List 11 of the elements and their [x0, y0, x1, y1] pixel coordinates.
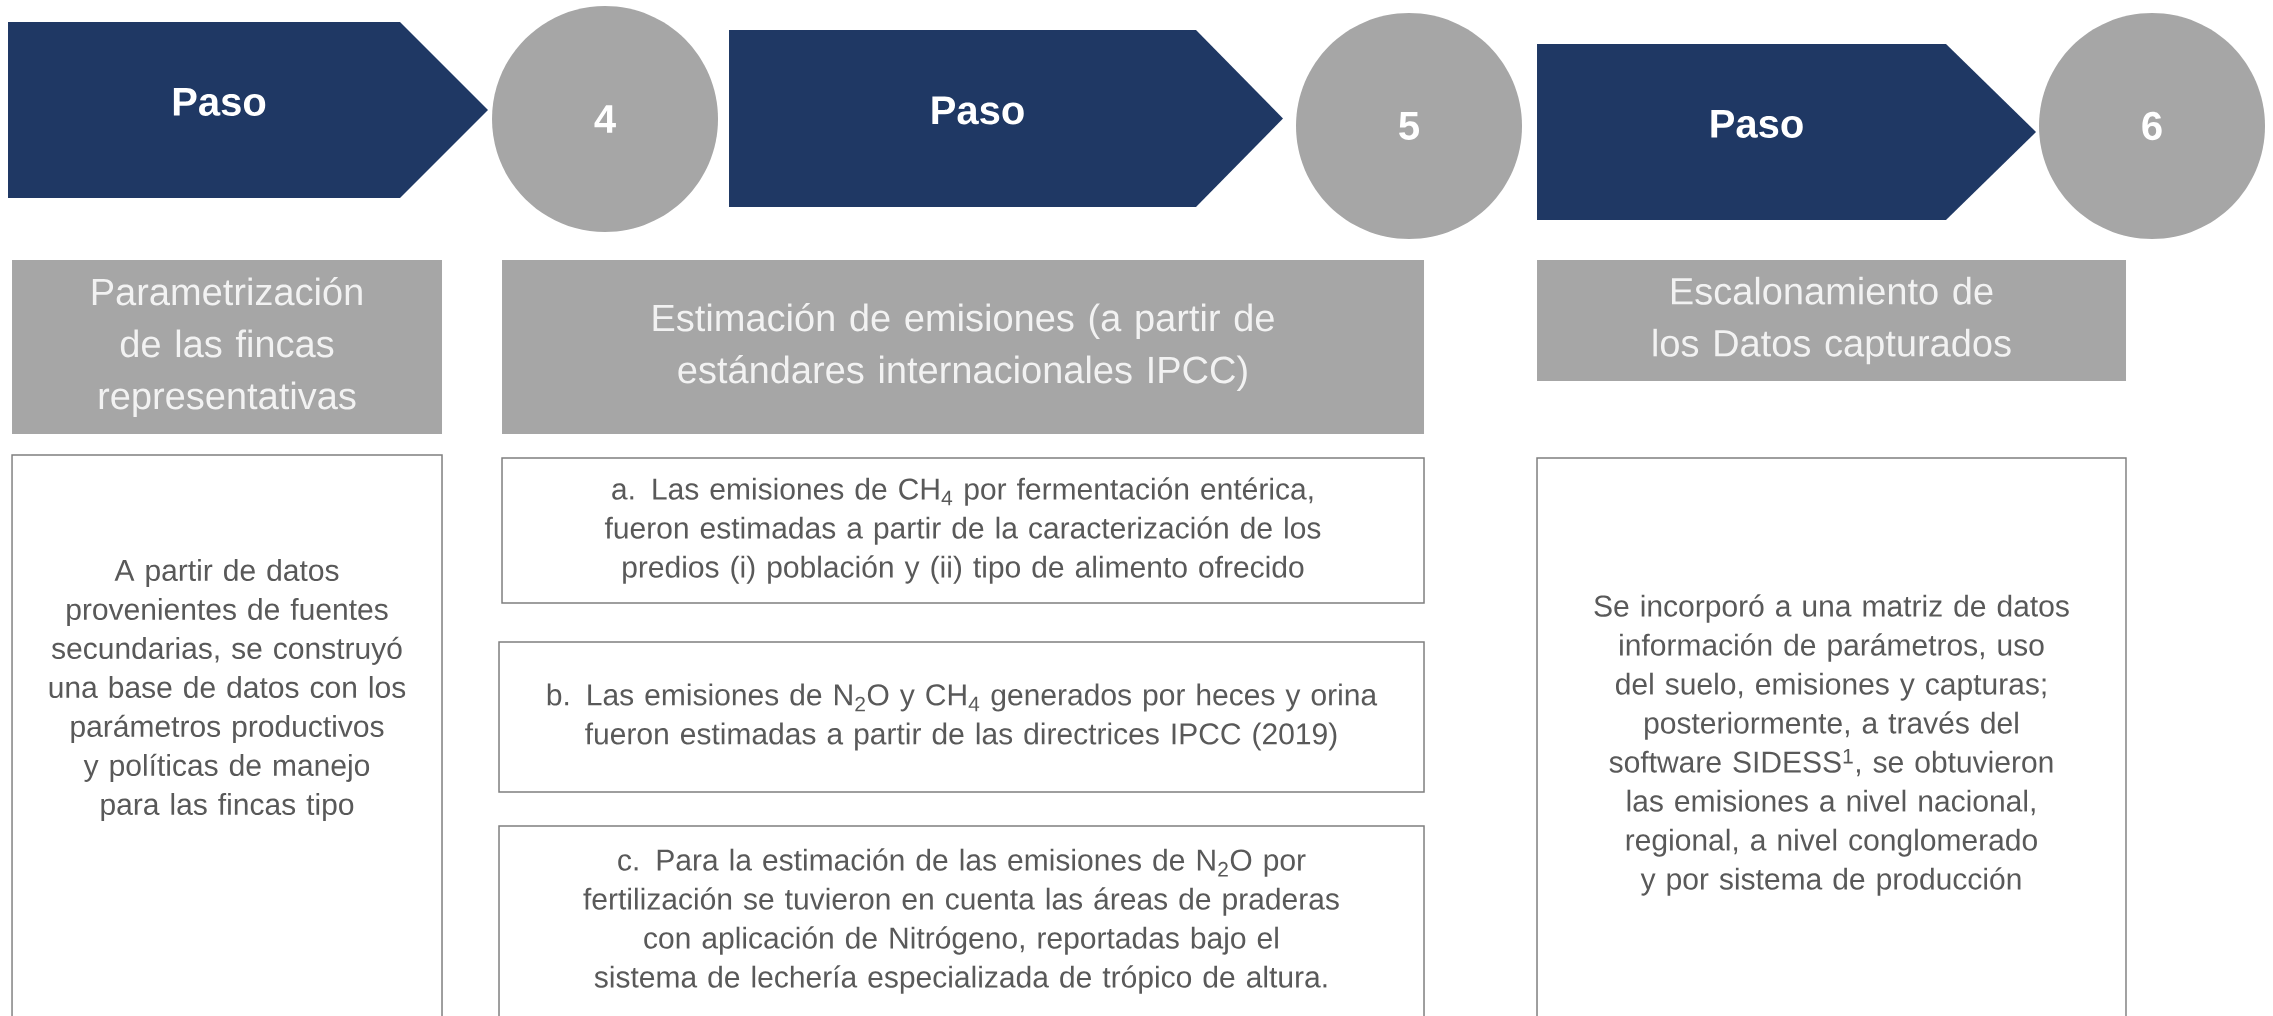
- text-box: b. Las emisiones de N$_{2}$O y CH$_{4}$ generados por heces y orina fueron estimadas a partir de las directrices IPCC (2019): [498, 641, 1425, 793]
- text-box: Se incorporó a una matriz de datos información de parámetros, uso del suelo, emisiones y capturas; posteriormente, a través del software SIDESS$^{1}$, se obtuvieron las emisiones a nivel nacional, regional, a nivel conglomerado y por sistema de producción: [1536, 457, 2127, 1016]
- step-banner: Paso: [729, 30, 1283, 207]
- text-box: A partir de datos provenientes de fuentes secundarias, se construyó una base de datos con los parámetros productivos y políticas de manejo para las fincas tipo: [11, 454, 443, 1016]
- step-banner: Paso: [8, 22, 488, 198]
- header-box: Estimación de emisiones (a partir de estándares internacionales IPCC): [502, 260, 1424, 434]
- header-box: Parametrización de las fincas representativas: [12, 260, 442, 434]
- header-box: Escalonamiento de los Datos capturados: [1537, 260, 2126, 381]
- text-box: c. Para la estimación de las emisiones de N$_{2}$O por fertilización se tuvieron en cuenta las áreas de praderas con aplicación de Nitrógeno, reportadas bajo el sistema de lechería especializada de trópico de altura.: [498, 825, 1425, 1016]
- text-box: a. Las emisiones de CH$_{4}$ por fermentación entérica, fueron estimadas a partir de la caracterización de los predios (i) población y (ii) tipo de alimento ofrecido: [501, 457, 1425, 604]
- step-banner: Paso: [1537, 44, 2036, 220]
